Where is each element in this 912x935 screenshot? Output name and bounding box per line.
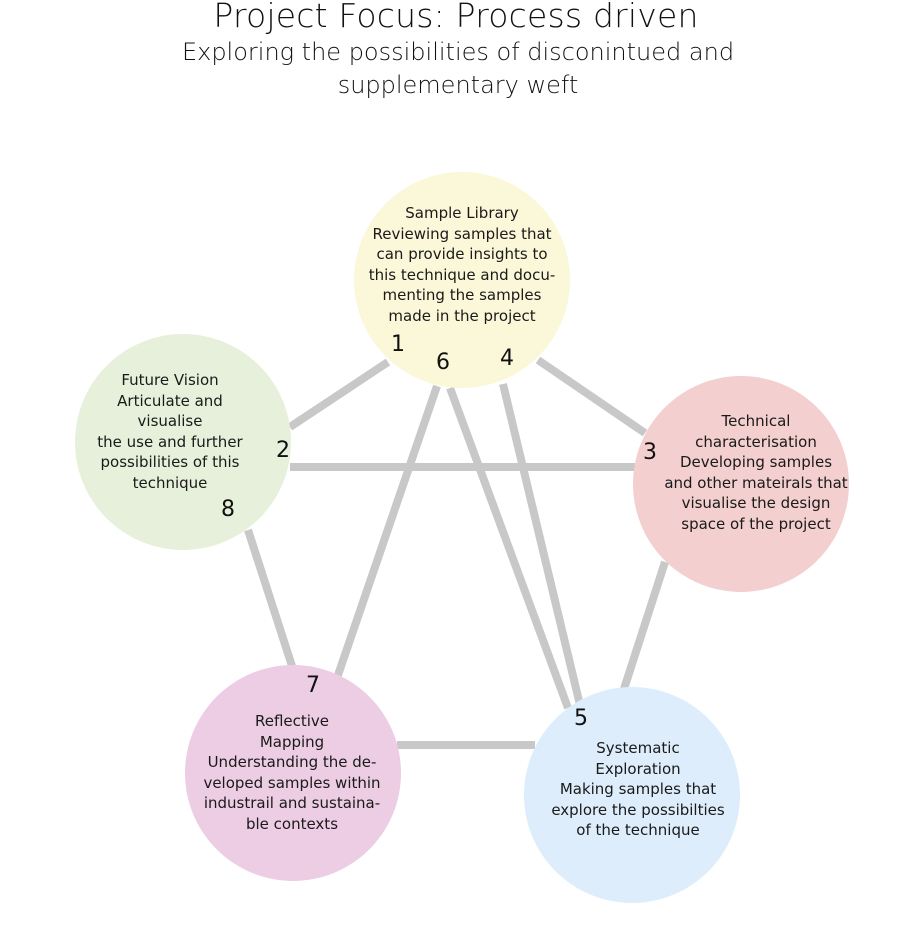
node-text-line: the use and further — [97, 432, 243, 451]
step-number-8: 8 — [221, 497, 235, 522]
node-text-line: industrail and sustaina- — [203, 794, 381, 812]
node-technical: Technical characterisation Developing sa… — [650, 411, 862, 534]
step-number-5: 5 — [574, 706, 588, 731]
node-text-line: this technique and docu- — [368, 265, 556, 284]
node-circle-technical — [633, 376, 849, 592]
node-text-line: Reflective — [254, 712, 330, 730]
node-text-line: ble contexts — [245, 814, 339, 833]
edge-6-sample-to-systematic — [446, 386, 572, 710]
node-text-line: possibilities of this — [100, 453, 240, 471]
node-circle-sample-library — [354, 172, 570, 388]
step-number-1: 1 — [391, 332, 405, 357]
node-circle-systematic — [524, 687, 740, 903]
edge-7-sample-to-reflective — [333, 384, 441, 680]
node-systematic: Systematic Exploration Making samples th… — [532, 738, 744, 841]
edge-4-sample-to-systematic — [499, 383, 584, 706]
node-future: Future Vision Articulate and visualise t… — [72, 370, 268, 493]
node-text-line: technique — [132, 473, 208, 492]
node-text-line: characterisation — [695, 432, 817, 451]
node-text-line: Making samples that — [559, 780, 717, 798]
node-text-line: can provide insights to — [376, 245, 548, 263]
step-number-7: 7 — [306, 673, 320, 698]
node-text-line: Future Vision — [121, 371, 219, 389]
node-text-line: Exploration — [595, 759, 681, 778]
node-text-line: veloped samples within — [203, 773, 381, 792]
connection-lines — [244, 356, 669, 749]
node-text-line: Reviewing samples that — [372, 224, 552, 243]
node-text-line: and other mateirals that — [664, 473, 848, 492]
node-sample-library: Sample Library Reviewing samples that ca… — [352, 203, 572, 326]
edge-3-sample-to-technical — [535, 356, 648, 437]
node-text-line: Sample Library — [405, 204, 519, 222]
node-text-line: menting the samples — [382, 286, 542, 304]
subtitle-line-1: Exploring the possibilities of disconint… — [181, 38, 735, 66]
node-text-line: visualise the design — [681, 494, 831, 512]
node-circle-future — [75, 334, 291, 550]
node-text-line: Articulate and — [117, 391, 223, 410]
step-number-4: 4 — [500, 346, 514, 371]
node-text-line: space of the project — [681, 514, 831, 533]
page-subtitle: Exploring the possibilities of disconint… — [156, 36, 760, 102]
step-number-3: 3 — [643, 440, 657, 465]
node-text-line: explore the possibilties — [551, 800, 725, 819]
edge-5-technical-to-systematic — [619, 560, 669, 694]
node-text-line: made in the project — [388, 306, 536, 325]
node-text-line: Technical — [721, 412, 791, 430]
edge-1-future-to-sample — [287, 358, 391, 431]
subtitle-line-2: supplementary weft — [337, 71, 579, 99]
node-text-line: visualise — [137, 412, 203, 430]
node-text-line: of the technique — [576, 821, 700, 839]
page-title: Project Focus: Process driven — [213, 0, 699, 35]
step-number-2: 2 — [276, 438, 290, 463]
node-circle-reflective — [185, 665, 401, 881]
node-text-line: Systematic — [596, 739, 680, 757]
node-text-line: Understanding the de- — [207, 753, 377, 771]
node-text-line: Developing samples — [679, 453, 833, 471]
node-reflective: Reflective Mapping Understanding the de-… — [186, 711, 398, 834]
step-number-6: 6 — [436, 350, 450, 375]
node-text-line: Mapping — [259, 732, 325, 751]
edge-8-reflective-to-future — [244, 528, 296, 668]
